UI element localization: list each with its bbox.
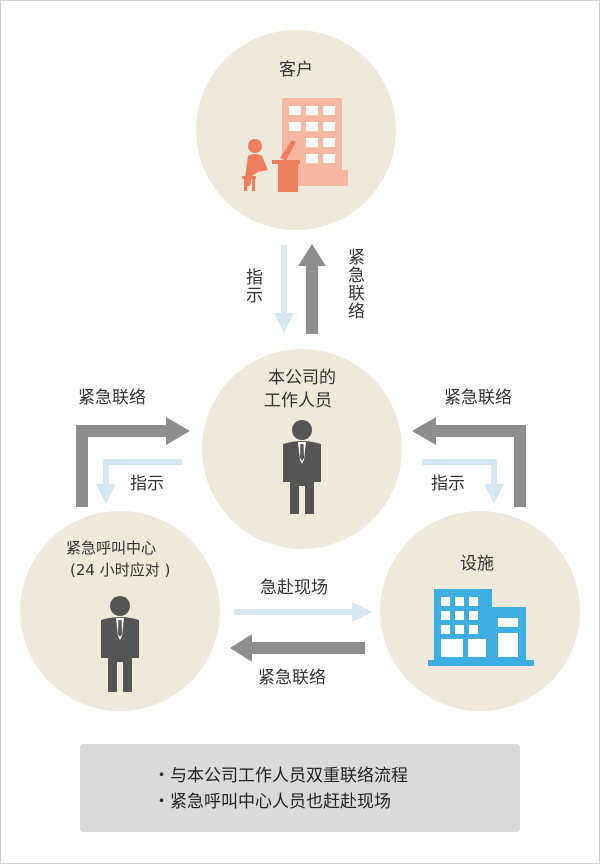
left-bottom-arrow-label: 指示 (130, 474, 164, 494)
client-label: 客户 (279, 60, 313, 80)
facility-label: 设施 (460, 554, 494, 574)
top-down-arrow (274, 245, 294, 333)
bottom-left-arrow-label: 紧急联络 (258, 668, 326, 688)
callcenter-person-icon (101, 596, 139, 692)
right-bottom-arrow (422, 459, 504, 504)
callcenter-label-line2: (24 小时应对 ) (70, 561, 171, 579)
right-bottom-arrow-label: 指示 (431, 474, 465, 494)
left-top-arrow-label: 紧急联络 (78, 388, 146, 408)
summary-note-box: ・与本公司工作人员双重联络流程 ・紧急呼叫中心人员也赶赴现场 (80, 744, 520, 832)
right-top-arrow-label: 紧急联络 (444, 388, 512, 408)
staff-label-line1: 本公司的 (268, 368, 336, 388)
bottom-right-arrow (234, 602, 372, 622)
bottom-left-arrow (230, 634, 365, 662)
top-down-arrow-label: 指示 (242, 268, 262, 304)
summary-note-line: ・与本公司工作人员双重联络流程 (153, 766, 408, 786)
top-up-arrow (298, 244, 326, 334)
callcenter-label-line1: 紧急呼叫中心 (66, 539, 157, 557)
left-top-arrow (76, 417, 190, 507)
left-bottom-arrow (96, 459, 182, 504)
desk-worker-icon (242, 139, 300, 192)
staff-label-line2: 工作人员 (264, 391, 332, 411)
right-top-arrow (412, 417, 526, 507)
summary-note-line: ・紧急呼叫中心人员也赶赴现场 (153, 792, 391, 812)
facility-building-icon (428, 589, 534, 666)
bottom-right-arrow-label: 急赴现场 (260, 578, 328, 598)
staff-person-icon (283, 420, 321, 514)
top-up-arrow-label: 紧急联络 (344, 248, 364, 320)
